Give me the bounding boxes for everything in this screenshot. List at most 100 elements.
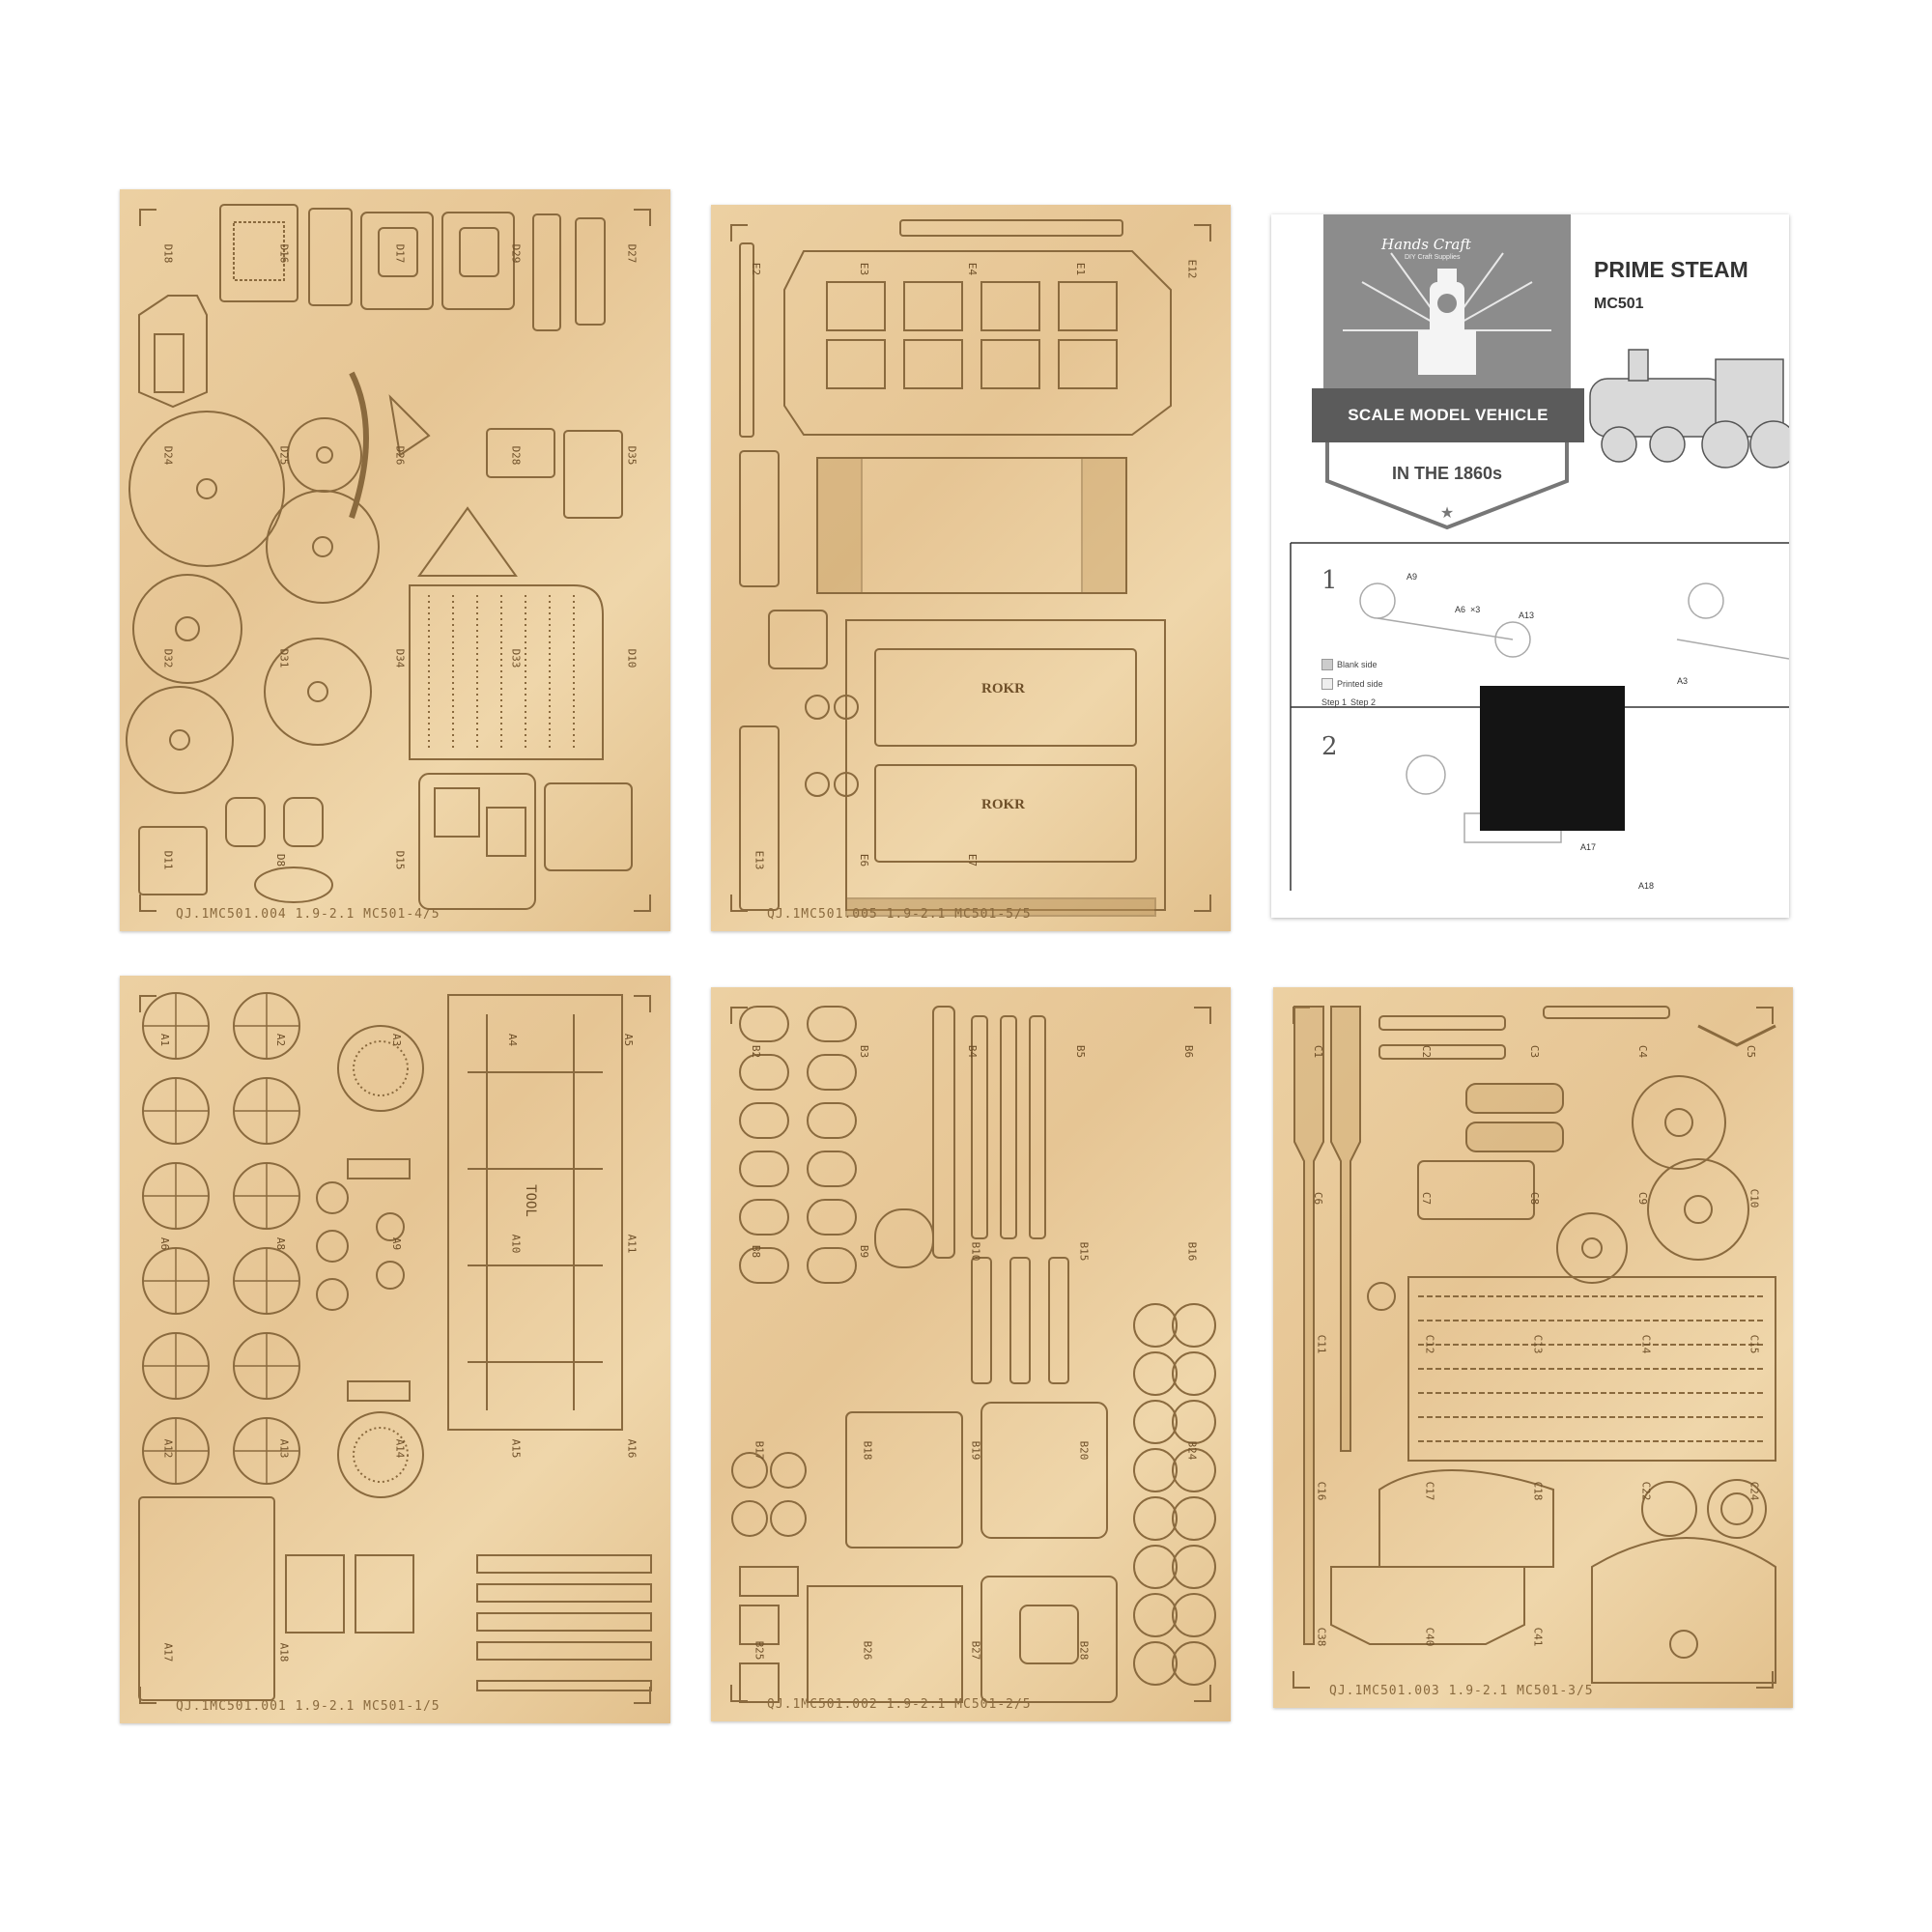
corner-mark [139,995,156,1012]
legend-item: Blank side [1337,660,1378,669]
tool-engraving: TOOL [522,1184,538,1217]
model-number: MC501 [1594,296,1644,312]
corner-mark [1194,1007,1211,1024]
sheet-5-parts [739,219,1172,917]
part-label: C22 [1639,1481,1653,1500]
part-label: B16 [1185,1241,1199,1262]
part-label: D8 [274,853,288,867]
part-label: D25 [277,445,291,466]
part-label: C2 [1420,1044,1434,1059]
part-label: C6 [1312,1191,1325,1205]
part-label: A18 [277,1642,291,1662]
rokr-plate-2: ROKR [981,797,1025,812]
part-label: E3 [858,262,871,276]
part-label: C8 [1528,1191,1542,1205]
part-label: C12 [1423,1334,1436,1354]
part-label: C15 [1747,1334,1761,1354]
part-label: B10 [969,1241,982,1262]
sheet-code: QJ.1MC501.002 1.9-2.1 MC501-2/5 [767,1697,1032,1712]
part-label: A14 [393,1438,407,1459]
part-label: E6 [858,853,871,867]
part-label: C5 [1745,1044,1758,1059]
part-label: D17 [393,243,407,264]
corner-mark [1194,1685,1211,1702]
part-label: A6 [158,1237,172,1251]
sheet-4-parts [126,204,633,910]
part-label: A13 [277,1438,291,1459]
scale-model-banner: SCALE MODEL VEHICLE [1312,388,1584,442]
part-label: D15 [393,850,407,870]
corner-mark [1756,1671,1774,1689]
callout-a3: A3 [1677,676,1689,686]
part-label: A4 [506,1033,520,1047]
part-label: B4 [966,1044,980,1059]
part-label: A5 [622,1033,636,1047]
corner-mark [1756,1007,1774,1024]
part-label: A15 [509,1438,523,1459]
part-label: E7 [966,853,980,867]
part-label: B8 [750,1244,763,1258]
svg-text:★: ★ [1440,505,1454,522]
part-label: B17 [753,1440,766,1461]
part-label: C17 [1423,1481,1436,1500]
sheet-code: QJ.1MC501.005 1.9-2.1 MC501-5/5 [767,907,1032,922]
part-label: D27 [625,243,639,264]
part-label: D29 [509,243,523,264]
callout-a18: A18 [1638,881,1655,891]
callout-x3: ×3 [1470,605,1481,614]
part-label: B6 [1182,1044,1196,1059]
corner-mark [1194,224,1211,242]
part-label: A9 [390,1237,404,1251]
part-label: A10 [509,1234,523,1254]
rokr-plate-1: ROKR [981,681,1025,696]
locomotive-icon [1343,252,1551,375]
part-label: C13 [1531,1334,1545,1354]
sheet-1-parts [138,992,652,1701]
wood-sheet-2: QJ.1MC501.002 1.9-2.1 MC501-2/5 B2 B3 B4 B5… [711,987,1231,1721]
legend: Blank side Printed side Step 1 Step 2 [1321,659,1383,715]
corner-mark [139,895,156,912]
part-label: B25 [753,1640,766,1661]
shield-frame: ★ [1325,442,1569,529]
part-label: E1 [1074,262,1088,276]
callout-a6: A6 [1455,605,1466,614]
part-label: B27 [969,1640,982,1661]
part-label: E2 [750,262,763,276]
corner-mark [634,1687,651,1704]
step-2-number: 2 [1321,732,1338,761]
part-label: D28 [509,445,523,466]
corner-mark [1194,895,1211,912]
brand-name: Hands Craft [1381,236,1471,253]
part-label: C10 [1747,1188,1761,1208]
part-label: A17 [161,1642,175,1662]
part-label: C7 [1420,1191,1434,1205]
part-label: C11 [1315,1334,1328,1354]
part-label: D32 [161,648,175,668]
part-label: C1 [1312,1044,1325,1059]
part-label: C18 [1531,1481,1545,1500]
callout-a13: A13 [1519,611,1535,620]
legend-item: Printed side [1337,679,1383,689]
part-label: E4 [966,262,980,276]
part-label: A8 [274,1237,288,1251]
corner-mark [634,895,651,912]
part-label: C24 [1747,1481,1761,1500]
corner-mark [634,995,651,1012]
part-label: A11 [625,1234,639,1254]
part-label: C3 [1528,1044,1542,1059]
part-label: D26 [393,445,407,466]
part-label: B5 [1074,1044,1088,1059]
part-label: D34 [393,648,407,668]
locomotive-illustration [1589,349,1789,469]
part-label: C38 [1315,1627,1328,1647]
part-label: A12 [161,1438,175,1459]
part-label: D11 [161,850,175,870]
part-label: A3 [390,1033,404,1047]
part-label: C41 [1531,1627,1545,1647]
part-label: B2 [750,1044,763,1059]
part-label: D18 [161,243,175,264]
part-label: B3 [858,1044,871,1059]
